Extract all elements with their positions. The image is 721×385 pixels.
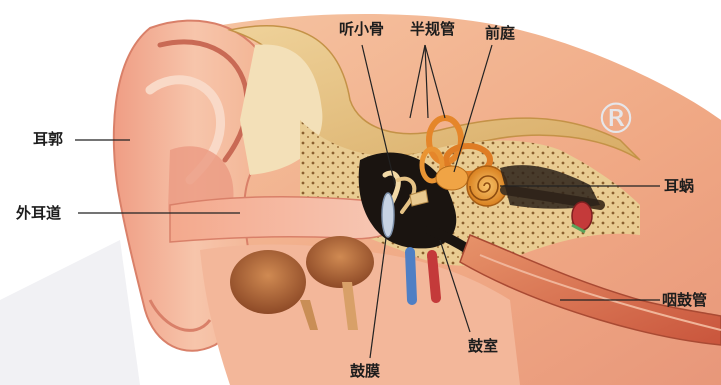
eardrum-shape (382, 193, 394, 237)
label-yan-gu-guan: 咽鼓管 (662, 291, 707, 309)
label-er-wo: 耳蜗 (664, 177, 694, 195)
label-er-kuo: 耳郭 (33, 130, 63, 148)
label-ban-gui-guan: 半规管 (410, 20, 455, 38)
label-qian-ting: 前庭 (485, 24, 515, 42)
muscle-bulb-2 (306, 236, 374, 288)
vestibule-shape (436, 166, 468, 190)
vessel-red (432, 255, 436, 298)
label-gu-mo: 鼓膜 (350, 362, 380, 380)
registered-mark: ® (595, 96, 637, 142)
label-ting-xiao-gu: 听小骨 (339, 20, 384, 38)
background-shade (0, 240, 140, 385)
label-gu-shi: 鼓室 (468, 337, 498, 355)
ear-canal (170, 197, 390, 242)
muscle-bulb-1 (230, 250, 306, 314)
vessel-blue (410, 252, 412, 300)
label-wai-er-dao: 外耳道 (16, 204, 61, 222)
